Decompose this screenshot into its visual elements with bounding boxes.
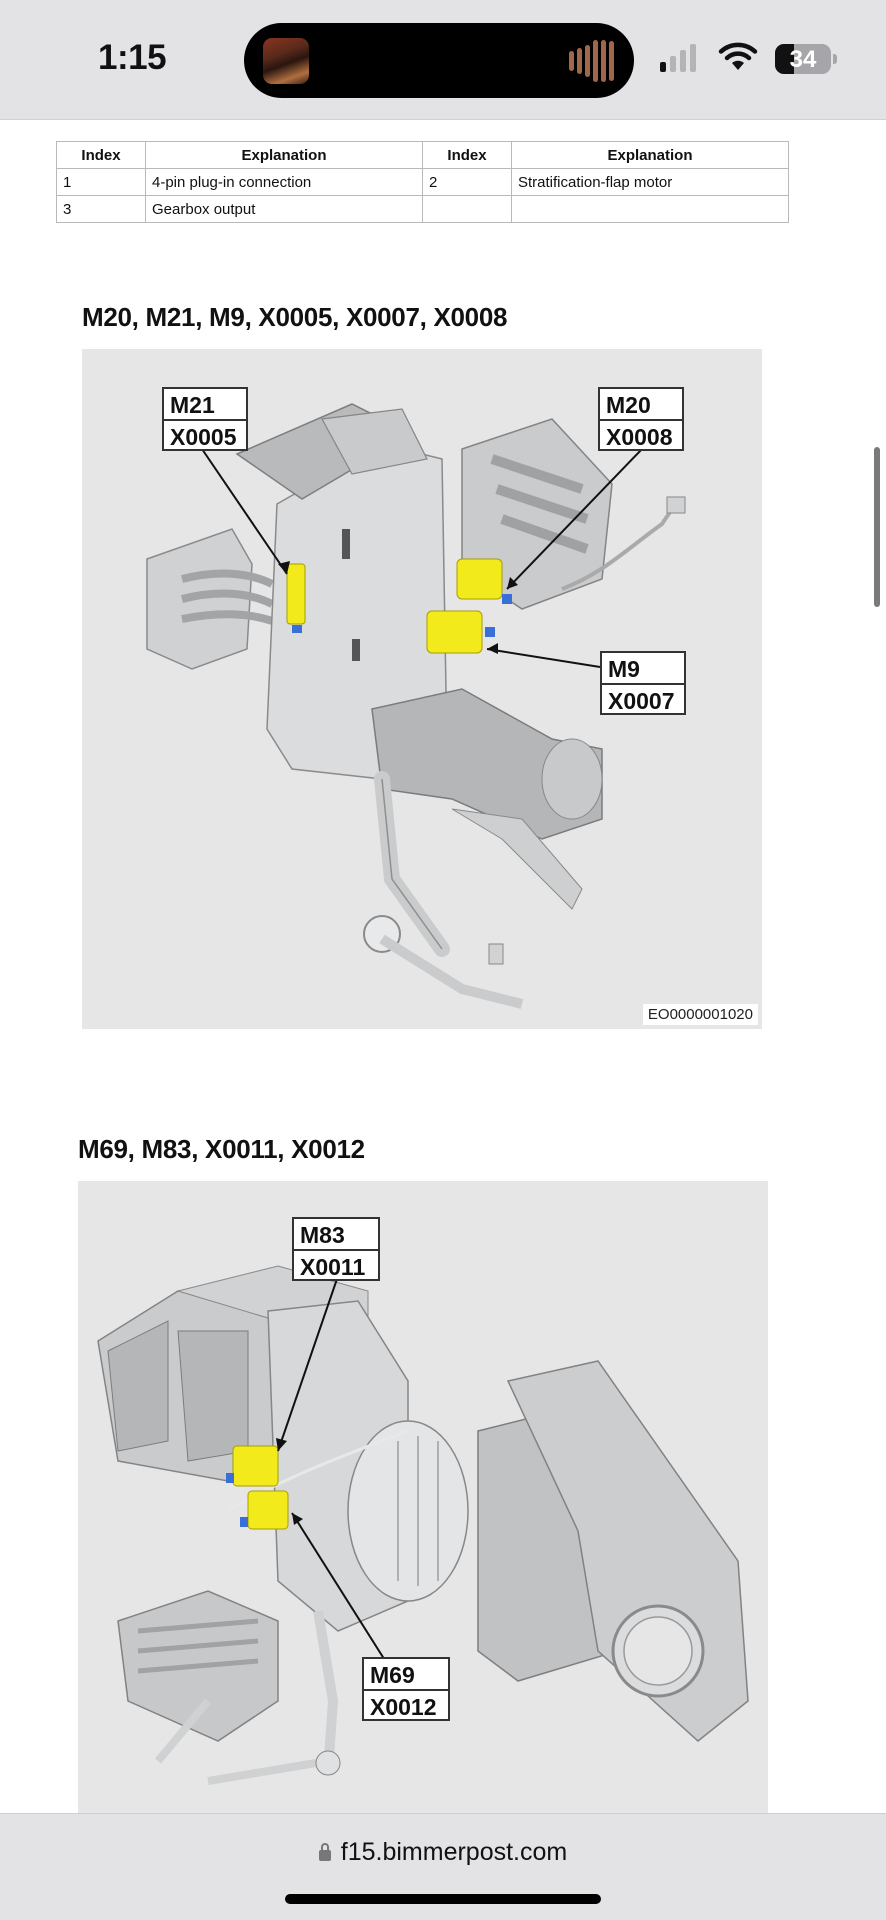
lock-icon <box>318 1843 331 1861</box>
callout-motor: M9 <box>608 656 640 682</box>
callout-motor: M20 <box>606 392 651 418</box>
album-art-icon[interactable] <box>263 38 309 84</box>
url-field[interactable]: f15.bimmerpost.com <box>0 1838 886 1867</box>
callout-m20-x0008: M20 X0008 <box>598 387 684 451</box>
table-row: 3 Gearbox output <box>56 195 789 223</box>
dynamic-island[interactable] <box>244 23 634 98</box>
cell-explanation: Stratification-flap motor <box>511 168 789 196</box>
page-scrollbar[interactable] <box>874 447 880 607</box>
cell-explanation: Gearbox output <box>145 195 423 223</box>
header-index-2: Index <box>422 141 512 169</box>
header-explanation-1: Explanation <box>145 141 423 169</box>
callout-connector: X0011 <box>294 1249 378 1280</box>
battery-level: 34 <box>789 46 817 73</box>
figure-code: EO0000001020 <box>642 1004 758 1025</box>
cell-index: 2 <box>422 168 512 196</box>
cell-explanation <box>511 195 789 223</box>
hvac-diagram-1[interactable]: M21 X0005 M20 X0008 M9 X0007 EO000000102… <box>82 349 762 1029</box>
cellular-signal-icon <box>660 44 696 72</box>
callout-m83-x0011: M83 X0011 <box>292 1217 380 1281</box>
browser-address-bar[interactable]: f15.bimmerpost.com <box>0 1813 886 1920</box>
section-title-1: M20, M21, M9, X0005, X0007, X0008 <box>82 302 508 332</box>
section-title-2: M69, M83, X0011, X0012 <box>78 1134 365 1164</box>
callout-connector: X0008 <box>600 419 682 450</box>
clock: 1:15 <box>98 38 167 77</box>
callout-m9-x0007: M9 X0007 <box>600 651 686 715</box>
battery-icon: 34 <box>775 44 831 74</box>
table-header-row: Index Explanation Index Explanation <box>56 141 789 169</box>
cell-explanation: 4-pin plug-in connection <box>145 168 423 196</box>
callout-connector: X0007 <box>602 683 684 714</box>
hvac-unit-illustration <box>146 403 686 1009</box>
callout-m69-x0012: M69 X0012 <box>362 1657 450 1721</box>
cell-index: 3 <box>56 195 146 223</box>
callout-m21-x0005: M21 X0005 <box>162 387 248 451</box>
url-text: f15.bimmerpost.com <box>340 1838 568 1866</box>
callout-connector: X0005 <box>164 419 246 450</box>
cell-index <box>422 195 512 223</box>
audio-waveform-icon <box>569 39 614 83</box>
callout-motor: M69 <box>370 1662 415 1688</box>
battery-tip <box>833 54 837 64</box>
status-bar: 1:15 34 <box>0 0 886 120</box>
hvac-unit-illustration-2 <box>97 1265 749 1785</box>
table-row: 1 4-pin plug-in connection 2 Stratificat… <box>56 168 789 196</box>
parts-table: Index Explanation Index Explanation 1 4-… <box>56 141 789 223</box>
wifi-icon <box>718 42 758 70</box>
cell-index: 1 <box>56 168 146 196</box>
home-indicator[interactable] <box>285 1894 601 1904</box>
callout-motor: M83 <box>300 1222 345 1248</box>
callout-connector: X0012 <box>364 1689 448 1720</box>
hvac-diagram-2[interactable]: M83 X0011 M69 X0012 <box>78 1181 768 1813</box>
header-explanation-2: Explanation <box>511 141 789 169</box>
callout-motor: M21 <box>170 392 215 418</box>
header-index-1: Index <box>56 141 146 169</box>
